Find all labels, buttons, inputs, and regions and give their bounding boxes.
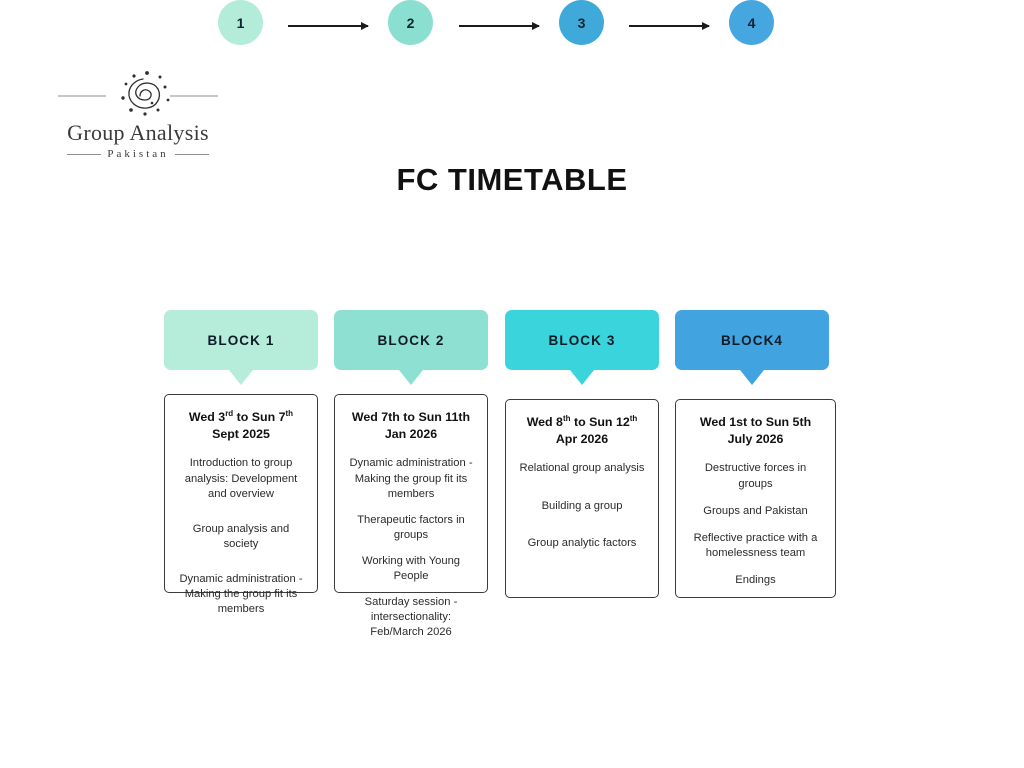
card-item: Destructive forces in groups (704, 462, 807, 490)
flow-arrow-2 (459, 21, 540, 31)
banner-tail (740, 370, 764, 385)
card-item: Introduction to group analysis: Developm… (184, 457, 298, 500)
banner-tail (399, 370, 423, 385)
card-item: Saturday session - intersectionality: Fe… (364, 596, 458, 639)
flow-arrow-1 (288, 21, 369, 31)
block-banner-label: BLOCK 3 (548, 332, 616, 348)
arrow-shaft (459, 25, 539, 27)
card-item: Dynamic administration - Making the grou… (179, 573, 303, 616)
logo-rule-left (67, 153, 102, 155)
card-items: Introduction to group analysis: Developm… (176, 456, 306, 617)
card-date: Wed 8th to Sun 12th Apr 2026 (526, 413, 638, 446)
card-date: Wed 1st to Sun 5th July 2026 (699, 415, 812, 446)
arrow-head-icon (361, 21, 369, 30)
card-item: Building a group (541, 499, 623, 512)
step-circle-4[interactable]: 4 (729, 0, 774, 45)
arrow-head-icon (532, 21, 540, 30)
card-item: Relational group analysis (519, 462, 645, 475)
step-circle-3[interactable]: 3 (559, 0, 604, 45)
card-item: Reflective practice with a homelessness … (693, 531, 818, 559)
block-banner-1[interactable]: BLOCK 1 (164, 310, 318, 385)
logo-rule-right (174, 153, 209, 155)
block-card-1: Wed 3rd to Sun 7th Sept 2025 Introductio… (164, 394, 318, 615)
card-items: Dynamic administration - Making the grou… (346, 456, 476, 640)
arrow-shaft (629, 25, 709, 27)
card-item: Endings (735, 574, 776, 587)
card-items: Relational group analysis Building a gro… (517, 461, 647, 550)
card-items: Destructive forces in groups Groups and … (687, 461, 824, 588)
card-date: Wed 3rd to Sun 7th Sept 2025 (188, 408, 294, 441)
arrow-head-icon (702, 21, 710, 30)
logo-subtitle: Pakistan (107, 148, 169, 160)
brand-logo: Group Analysis Pakistan (48, 68, 248, 168)
card-item: Therapeutic factors in groups (357, 513, 465, 541)
banner-tail (229, 370, 253, 385)
block-card-4: Wed 1st to Sun 5th July 2026 Destructive… (675, 399, 836, 598)
flow-arrow-3 (629, 21, 710, 31)
card-item: Group analytic factors (527, 536, 637, 549)
spiral-galaxy-icon (48, 68, 248, 124)
step-circle-2[interactable]: 2 (388, 0, 433, 45)
card-date: Wed 7th to Sun 11th Jan 2026 (351, 410, 471, 441)
block-banner-label: BLOCK 2 (377, 332, 445, 348)
block-card-2: Wed 7th to Sun 11th Jan 2026 Dynamic adm… (334, 394, 488, 638)
block-banner-3[interactable]: BLOCK 3 (505, 310, 659, 385)
step-circle-1[interactable]: 1 (218, 0, 263, 45)
card-item: Groups and Pakistan (703, 504, 808, 517)
arrow-shaft (288, 25, 368, 27)
card-item: Working with Young People (361, 555, 461, 583)
card-item: Group analysis and society (192, 522, 290, 550)
block-card-3: Wed 8th to Sun 12th Apr 2026 Relational … (505, 399, 659, 598)
logo-subtitle-row: Pakistan (48, 148, 228, 160)
block-banner-label: BLOCK4 (720, 332, 784, 348)
banner-tail (570, 370, 594, 385)
block-banner-2[interactable]: BLOCK 2 (334, 310, 488, 385)
card-item: Dynamic administration - Making the grou… (349, 457, 473, 500)
logo-name: Group Analysis (67, 120, 209, 145)
page-title: FC TIMETABLE (396, 162, 628, 197)
block-banner-4[interactable]: BLOCK4 (675, 310, 829, 385)
block-banner-label: BLOCK 1 (207, 332, 275, 348)
